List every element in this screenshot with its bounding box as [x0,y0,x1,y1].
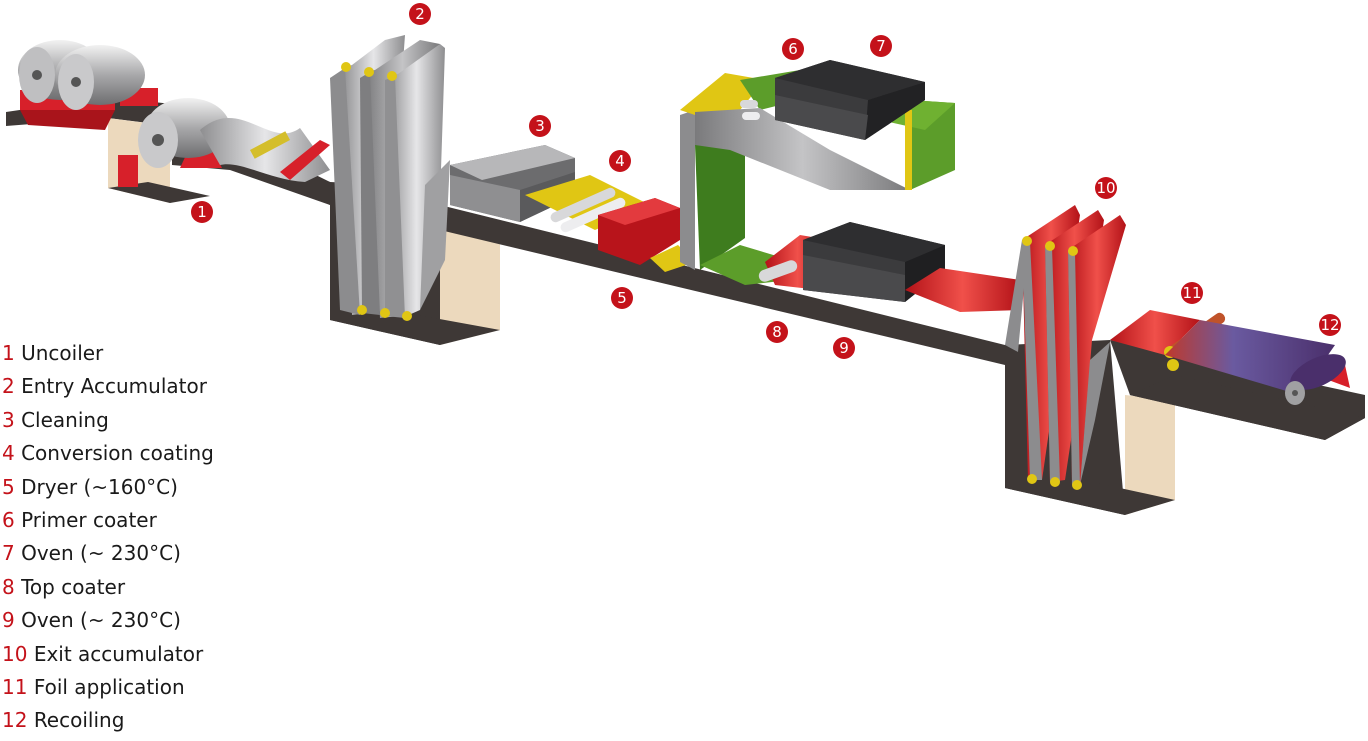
entry-accumulator [330,35,450,321]
uncoiler-station [18,40,330,187]
legend-label: Cleaning [21,407,109,432]
legend-label: Top coater [21,574,126,599]
badge: 2 [409,3,431,25]
legend-item: 10 Exit accumulator [2,641,214,674]
recoiling-station [1165,320,1350,405]
badge: 5 [611,287,633,309]
legend-number: 12 [2,708,28,733]
primer-coater-loop [680,70,955,285]
svg-text:9: 9 [839,339,849,357]
legend-number: 2 [2,374,15,399]
svg-text:10: 10 [1096,179,1115,197]
svg-text:3: 3 [535,117,545,135]
legend-item: 7 Oven (~ 230°C) [2,540,214,573]
svg-text:6: 6 [788,40,798,58]
legend-number: 6 [2,507,15,532]
legend-label: Exit accumulator [33,641,204,666]
legend-item: 11 Foil application [2,674,214,707]
legend-item: 9 Oven (~ 230°C) [2,607,214,640]
badge: 1 [191,201,213,223]
legend-number: 8 [2,574,15,599]
legend-label: Primer coater [21,507,157,532]
badge: 9 [833,337,855,359]
legend-number: 1 [2,341,15,365]
badge: 4 [609,150,631,172]
legend-item: 3 Cleaning [2,407,214,440]
legend: 1 Uncoiler 2 Entry Accumulator 3 Cleanin… [2,340,214,741]
svg-text:8: 8 [772,323,782,341]
legend-item: 1 Uncoiler [2,340,214,373]
badge: 6 [782,38,804,60]
legend-item: 2 Entry Accumulator [2,373,214,406]
badge: 10 [1095,177,1117,199]
legend-item: 6 Primer coater [2,507,214,540]
legend-item: 4 Conversion coating [2,440,214,473]
legend-label: Oven (~ 230°C) [21,608,181,633]
legend-number: 9 [2,608,15,633]
legend-label: Conversion coating [21,441,214,466]
legend-number: 10 [2,641,28,666]
badge: 3 [529,115,551,137]
legend-item: 12 Recoiling [2,707,214,740]
primer-oven [775,60,925,140]
legend-item: 8 Top coater [2,574,214,607]
top-oven [803,222,1020,312]
svg-text:5: 5 [617,289,627,307]
legend-label: Recoiling [33,708,125,733]
badge: 7 [870,35,892,57]
svg-text:11: 11 [1182,284,1201,302]
svg-text:7: 7 [876,37,886,55]
badge: 12 [1319,314,1341,336]
svg-text:4: 4 [615,152,625,170]
svg-text:2: 2 [415,5,425,23]
svg-text:12: 12 [1320,316,1339,334]
legend-label: Entry Accumulator [21,374,207,399]
legend-number: 4 [2,441,15,466]
svg-text:1: 1 [197,203,207,221]
exit-accumulator [1005,205,1126,490]
badge: 11 [1181,282,1203,304]
legend-label: Dryer (~160°C) [21,474,178,499]
legend-number: 5 [2,474,15,499]
legend-item: 5 Dryer (~160°C) [2,474,214,507]
legend-number: 3 [2,407,15,432]
badge: 8 [766,321,788,343]
legend-label: Oven (~ 230°C) [21,541,181,566]
legend-label: Foil application [33,674,185,699]
legend-label: Uncoiler [21,341,104,365]
legend-number: 11 [2,674,28,699]
legend-number: 7 [2,541,15,566]
